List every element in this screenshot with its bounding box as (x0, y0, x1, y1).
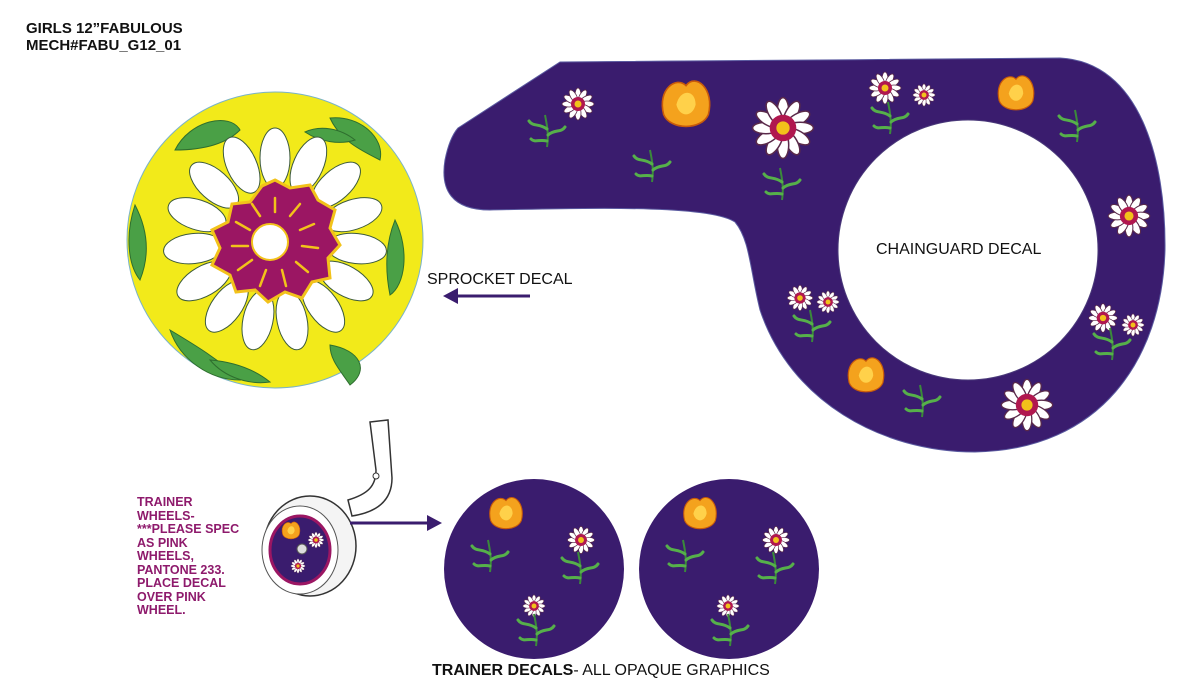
chainguard-decal-label: CHAINGUARD DECAL (876, 241, 1042, 258)
note-line: WHEELS- (137, 508, 195, 523)
trainer-decals-label: TRAINER DECALS- ALL OPAQUE GRAPHICS (432, 662, 770, 680)
trainer-decal-icon (639, 479, 819, 659)
note-line: OVER PINK (137, 589, 206, 604)
arrow-right-icon (350, 515, 442, 531)
note-line: WHEEL. (137, 603, 186, 617)
trainer-decals-bold: TRAINER DECALS (432, 662, 574, 679)
title-line-1: GIRLS 12”FABULOUS (26, 20, 183, 37)
note-line: ***PLEASE SPEC (137, 522, 240, 536)
trainer-wheels-note: TRAINER WHEELS- ***PLEASE SPEC AS PINK W… (137, 495, 277, 618)
note-line: WHEELS, (137, 549, 194, 563)
page-title: GIRLS 12”FABULOUS MECH#FABU_G12_01 (26, 20, 183, 54)
note-line: PLACE DECAL (137, 576, 226, 590)
title-line-2: MECH#FABU_G12_01 (26, 37, 182, 54)
sprocket-decal-label: SPROCKET DECAL (427, 271, 573, 288)
trainer-decal-icon (444, 479, 624, 659)
note-line: AS PINK (137, 535, 188, 550)
chainguard-decal-icon (443, 57, 1166, 453)
note-line: TRAINER (137, 495, 193, 509)
arrow-left-icon (443, 288, 530, 304)
note-line: PANTONE 233. (137, 562, 225, 577)
trainer-decals-rest: - ALL OPAQUE GRAPHICS (573, 662, 770, 679)
trainer-wheel-icon (261, 419, 393, 597)
sprocket-decal-icon (126, 91, 424, 389)
